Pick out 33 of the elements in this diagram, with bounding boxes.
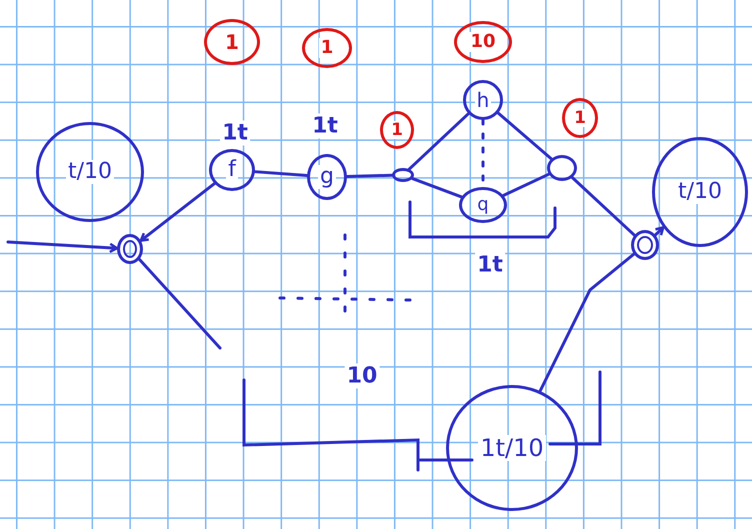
connector-line (408, 112, 470, 171)
node-circle (459, 187, 507, 223)
junction-circle (117, 234, 143, 264)
circled-number (454, 21, 512, 63)
connector-line (410, 177, 464, 198)
node-circle (463, 80, 503, 120)
arrow (6, 240, 119, 254)
node-circle (209, 149, 255, 191)
node-circle (307, 154, 347, 200)
node-text: 10 (468, 32, 498, 52)
connector-line (253, 170, 309, 178)
node-text: 1t/10 (478, 434, 546, 462)
node-text: 1 (318, 38, 336, 58)
connector-line (502, 172, 550, 197)
junction-circle (392, 168, 414, 182)
circled-number (380, 111, 414, 149)
connector-line (538, 252, 636, 392)
arrow (654, 226, 665, 236)
connector-line (496, 112, 553, 160)
node-text: t/10 (66, 160, 114, 184)
circled-number (302, 28, 352, 68)
connector-line (346, 174, 394, 178)
annotation-label: 1t (220, 120, 250, 146)
fraction-circle (36, 122, 144, 222)
circled-number (562, 98, 598, 138)
annotation-label: 10 (344, 364, 380, 388)
circled-number (204, 19, 260, 65)
fraction-circle (652, 137, 748, 247)
junction-circle (547, 155, 577, 181)
node-text: g (318, 164, 336, 190)
connector-line (138, 258, 222, 350)
fraction-circle (446, 385, 578, 511)
junction-circle (631, 230, 659, 260)
